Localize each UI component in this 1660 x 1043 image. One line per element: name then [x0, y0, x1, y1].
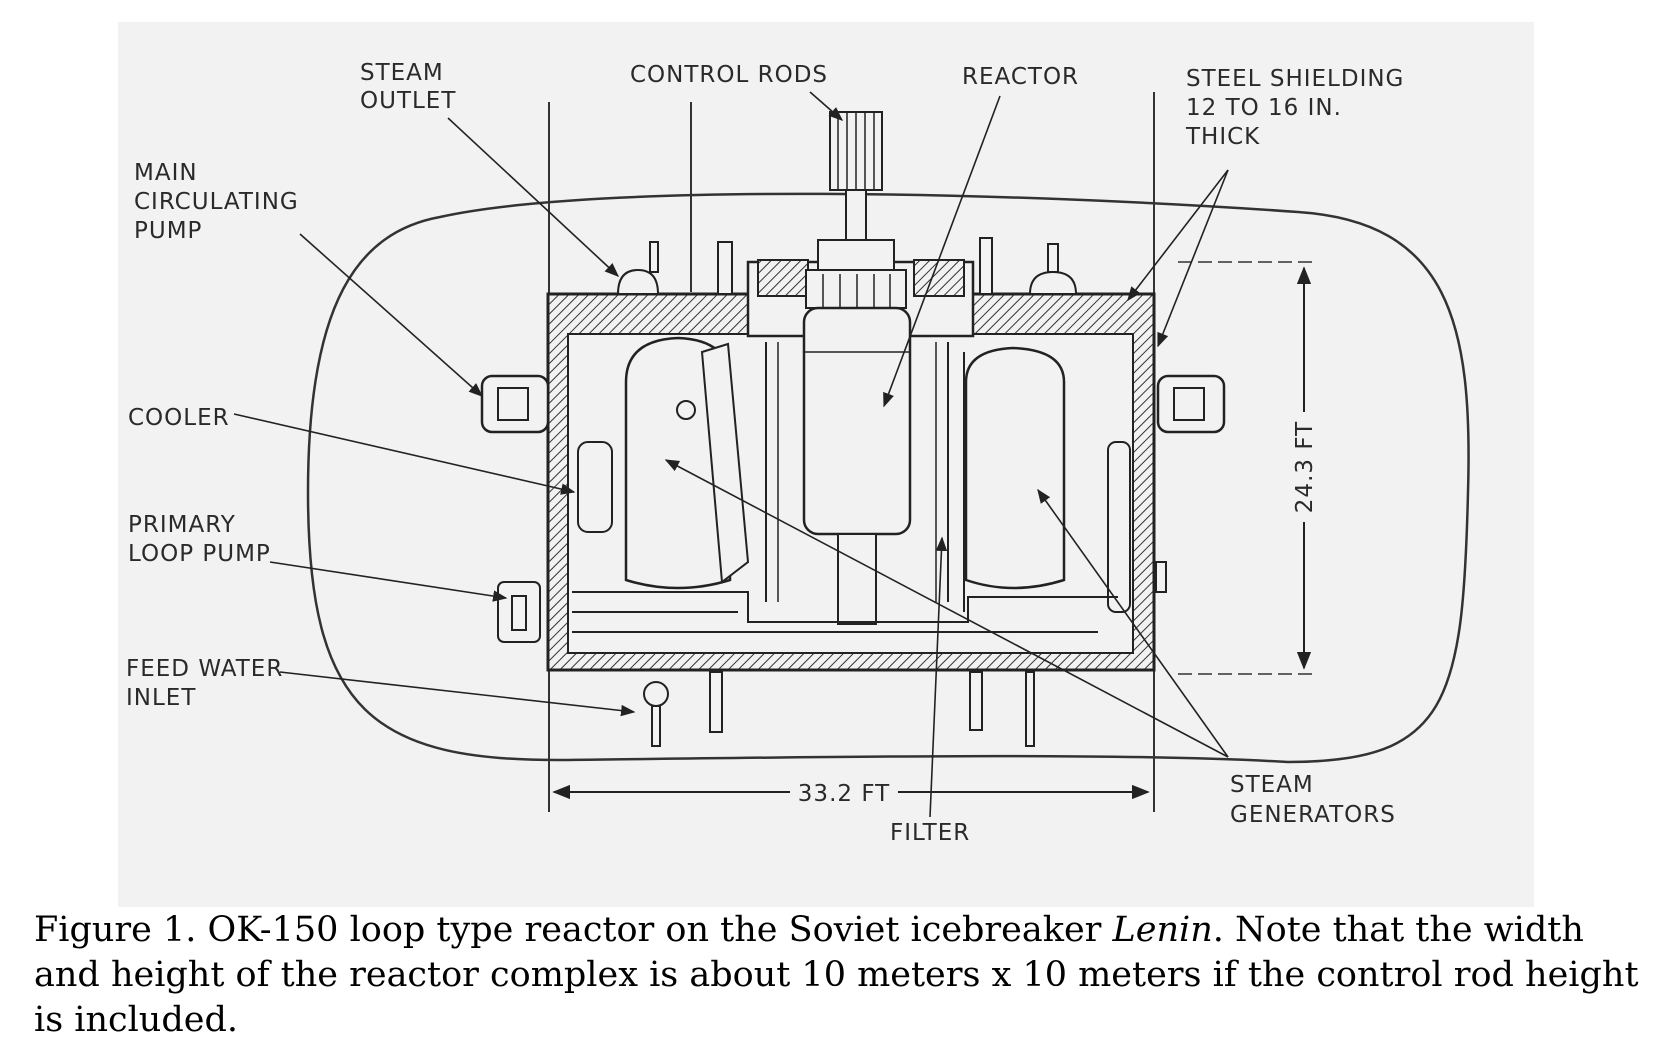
height-dimension-label: 24.3 FT [1292, 421, 1318, 513]
top-valves [616, 237, 1078, 295]
label-control-rods: CONTROL RODS [630, 62, 828, 88]
label-steam-generators: STEAM GENERATORS [1230, 772, 1396, 828]
svg-text:STEAM: STEAM [360, 60, 444, 86]
bottom-piping [497, 581, 1118, 643]
svg-text:GENERATORS: GENERATORS [1230, 802, 1396, 828]
svg-text:FEED WATER: FEED WATER [126, 656, 283, 682]
reactor-vessel [765, 306, 949, 625]
main-circulating-pump-right [1156, 374, 1226, 434]
svg-text:OUTLET: OUTLET [360, 88, 456, 114]
figure-caption: Figure 1. OK-150 loop type reactor on th… [34, 908, 1654, 1043]
label-steel-shielding: STEEL SHIELDING 12 TO 16 IN. THICK [1185, 66, 1404, 150]
width-dimension-label: 33.2 FT [798, 781, 890, 807]
svg-text:STEEL SHIELDING: STEEL SHIELDING [1186, 66, 1404, 92]
svg-text:LOOP PUMP: LOOP PUMP [128, 541, 271, 567]
leader-lines [233, 91, 1229, 818]
svg-text:CIRCULATING: CIRCULATING [134, 189, 299, 215]
under-box-fittings [643, 561, 1167, 747]
dimension-height [1178, 261, 1316, 675]
caption-ship-name: Lenin [1112, 910, 1213, 950]
steam-generator-right [963, 346, 1066, 612]
control-rods [805, 111, 907, 309]
svg-text:STEAM: STEAM [1230, 772, 1314, 798]
caption-prefix: Figure 1. OK-150 loop type reactor on th… [34, 910, 1113, 950]
reactor-diagram: 24.3 FT 33.2 FT STEAM OUTLET CONTROL ROD… [126, 60, 1470, 846]
svg-text:THICK: THICK [1185, 124, 1260, 150]
svg-text:INLET: INLET [126, 685, 196, 711]
cooler-left [577, 441, 613, 533]
svg-text:MAIN: MAIN [134, 160, 198, 186]
svg-text:PRIMARY: PRIMARY [128, 512, 236, 538]
steam-generator-left [624, 336, 750, 590]
hull-outline [306, 192, 1470, 764]
label-cooler: COOLER [128, 405, 230, 431]
svg-text:PUMP: PUMP [134, 218, 202, 244]
figure-panel: 24.3 FT 33.2 FT STEAM OUTLET CONTROL ROD… [118, 22, 1534, 907]
label-primary-loop-pump: PRIMARY LOOP PUMP [128, 512, 271, 567]
label-filter: FILTER [890, 820, 970, 846]
label-main-circulating-pump: MAIN CIRCULATING PUMP [134, 160, 299, 244]
label-feed-water-inlet: FEED WATER INLET [126, 656, 283, 711]
main-circulating-pump-left [480, 374, 550, 434]
cooler-right [1107, 441, 1131, 613]
svg-text:12 TO 16 IN.: 12 TO 16 IN. [1186, 95, 1342, 121]
label-steam-outlet: STEAM OUTLET [360, 60, 456, 114]
label-reactor: REACTOR [962, 64, 1079, 90]
